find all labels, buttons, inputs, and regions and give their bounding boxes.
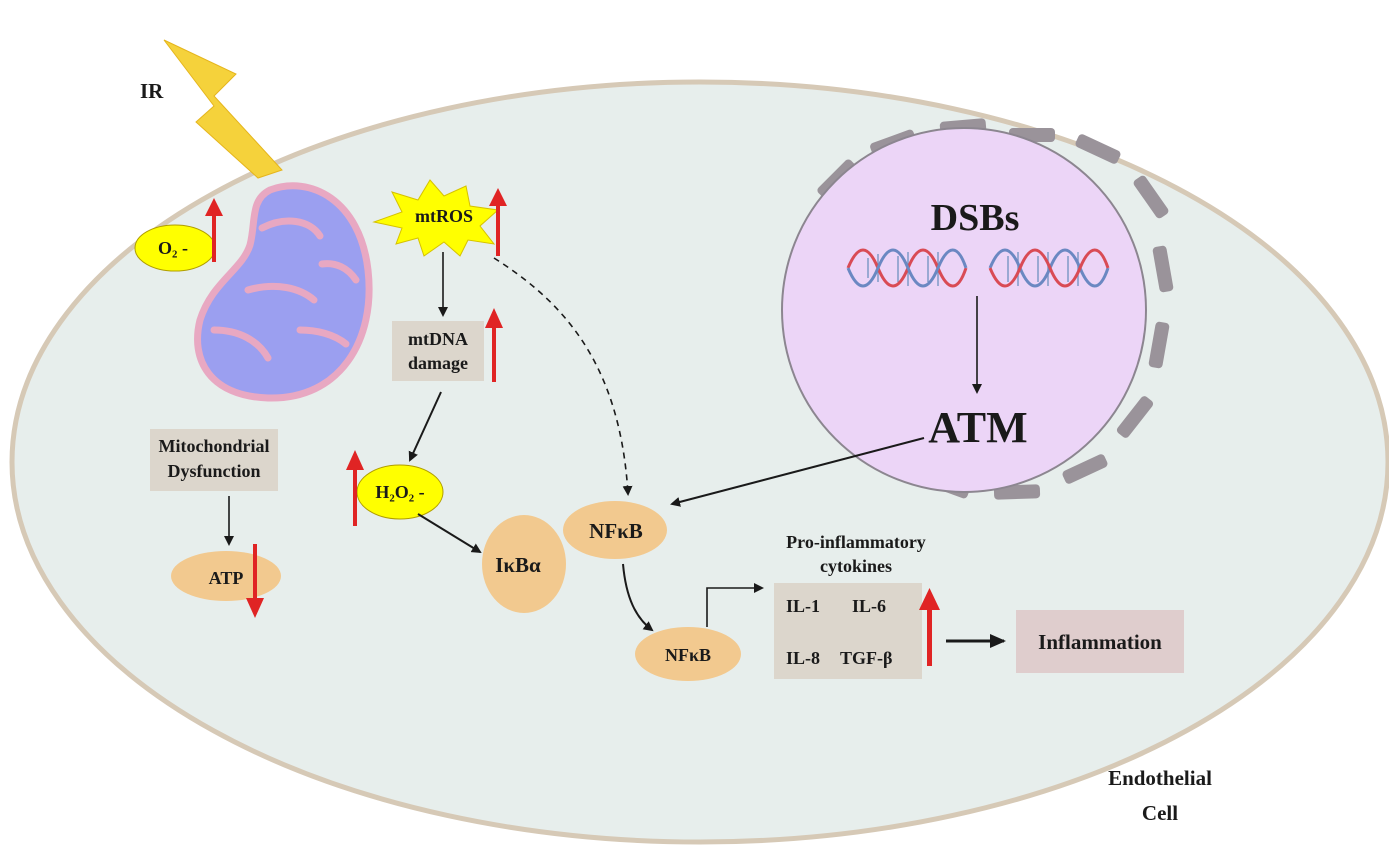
lightning-bolt-icon <box>163 39 283 179</box>
arrow-mtdna-to-h2o2 <box>408 391 442 462</box>
up-arrow-icon <box>346 450 364 526</box>
nfkb-free-oval <box>635 627 741 681</box>
cytokines-title-line1: Pro-inflammatory <box>786 532 926 552</box>
nfkb-free-label: NFκB <box>665 645 711 665</box>
mtdna-label-line1: mtDNA <box>408 329 468 349</box>
h2o2-label: H₂O₂ - <box>375 482 424 502</box>
cell-label-line1: Endothelial <box>1108 766 1212 790</box>
dsbs-label: DSBs <box>931 197 1020 239</box>
up-arrow-icon <box>489 188 507 256</box>
mtros-label: mtROS <box>415 206 473 226</box>
tgfb-label: TGF-β <box>840 648 892 668</box>
mito-dysfunction-box <box>150 429 278 491</box>
cell-label-line2: Cell <box>1142 801 1178 825</box>
cytokines-title-line2: cytokines <box>820 556 892 576</box>
red-change-arrows <box>205 188 940 666</box>
atp-label: ATP <box>209 568 244 588</box>
il6-label: IL-6 <box>852 596 886 616</box>
up-arrow-icon <box>919 588 940 666</box>
mito-dysfunction-line1: Mitochondrial <box>159 436 270 456</box>
arrow-nfkb-to-cytokines <box>706 583 764 627</box>
nucleus <box>781 127 1147 493</box>
mito-dysfunction-line2: Dysfunction <box>167 461 260 481</box>
inflammation-box <box>1016 610 1184 673</box>
cytokines-box <box>774 583 922 679</box>
mtros-burst-shape <box>372 179 500 257</box>
ir-label: IR <box>140 79 164 103</box>
nfkb-label: NFκB <box>589 519 643 543</box>
down-arrow-icon <box>246 544 264 618</box>
il8-label: IL-8 <box>786 648 820 668</box>
dna-helix-icon <box>846 248 1110 288</box>
atm-label: ATM <box>928 403 1027 452</box>
arrow-mtros-to-nfkb-dashed <box>493 257 633 496</box>
arrow-atm-to-nfkb <box>670 437 925 507</box>
mtdna-damage-box <box>392 321 484 381</box>
up-arrow-icon <box>485 308 503 382</box>
mtdna-label-line2: damage <box>408 353 468 373</box>
arrow-nfkb-translocation <box>622 563 654 632</box>
superoxide-label: O₂ - <box>158 238 188 258</box>
nfkb-complex-oval <box>563 501 667 559</box>
ikba-label: IκBα <box>495 553 541 577</box>
inflammation-label: Inflammation <box>1038 630 1162 654</box>
mitochondrion-icon <box>194 182 373 402</box>
arrow-h2o2-to-ikba <box>417 513 482 554</box>
ikba-oval <box>482 515 566 613</box>
up-arrow-icon <box>205 198 223 262</box>
il1-label: IL-1 <box>786 596 820 616</box>
